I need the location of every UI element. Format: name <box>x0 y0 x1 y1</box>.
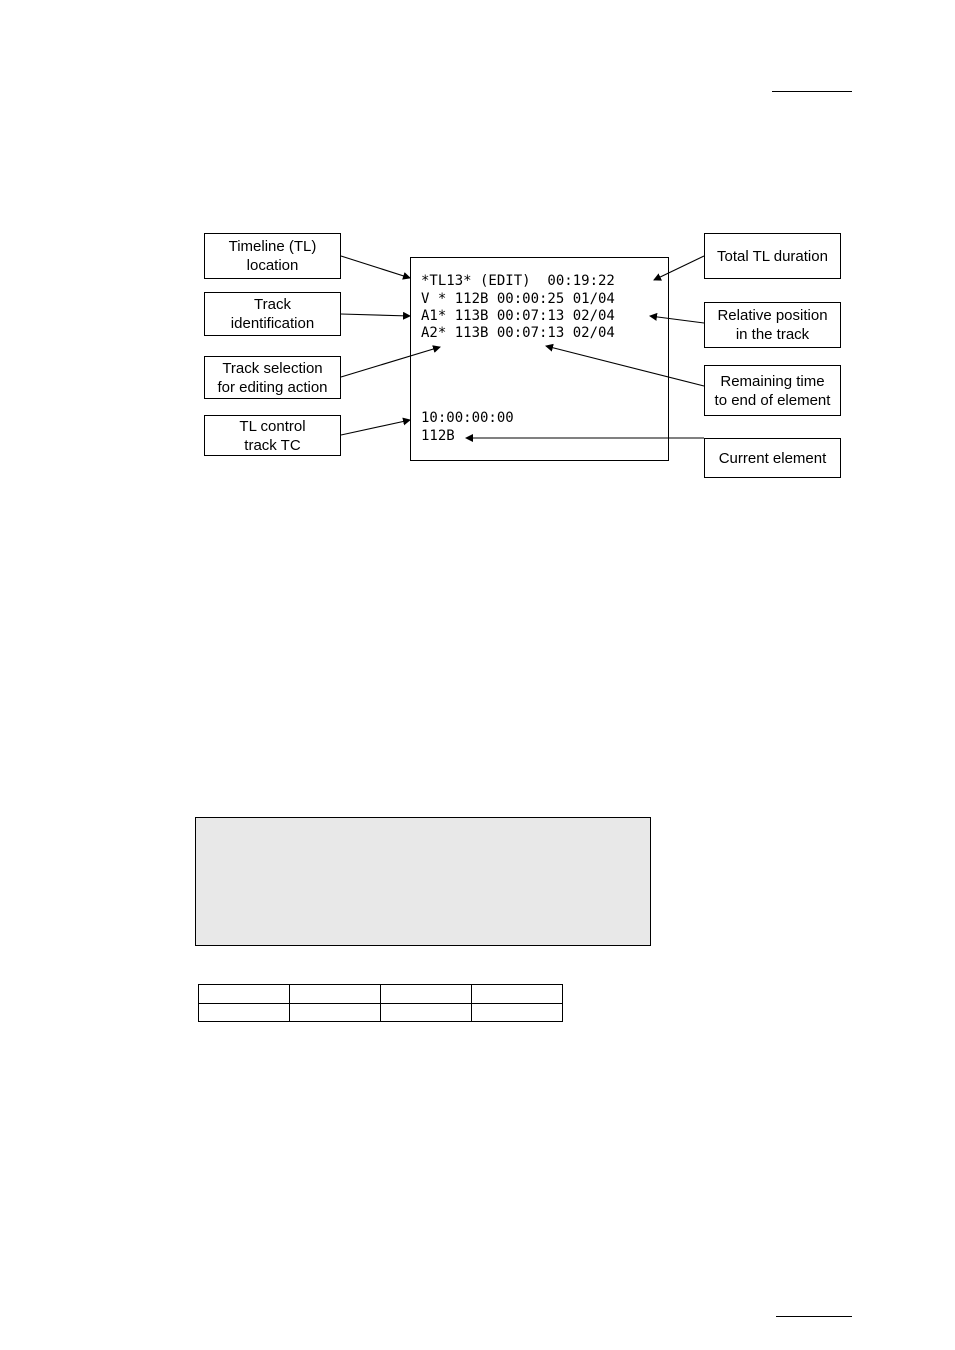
table-cell <box>380 1003 472 1022</box>
footer-rule <box>776 1316 852 1317</box>
screen-line-tl: *TL13* (EDIT) 00:19:22 <box>421 273 615 289</box>
table-row <box>198 984 563 1004</box>
table-cell <box>380 984 472 1004</box>
callout-timeline-location: Timeline (TL) location <box>204 233 341 279</box>
table-row <box>198 1003 563 1022</box>
callout-current-element: Current element <box>704 438 841 478</box>
table-cell <box>198 1003 290 1022</box>
display-screen: *TL13* (EDIT) 00:19:22 V * 112B 00:00:25… <box>410 257 669 461</box>
callout-track-identification: Track identification <box>204 292 341 336</box>
arrow-track-selection <box>340 345 441 378</box>
screen-line-v: V * 112B 00:00:25 01/04 <box>421 291 615 307</box>
table-cell <box>289 1003 381 1022</box>
screen-timecode: 10:00:00:00 <box>421 410 514 426</box>
callout-relative-position: Relative position in the track <box>704 302 841 348</box>
table-cell <box>289 984 381 1004</box>
arrow-relative-position <box>649 312 705 324</box>
callout-remaining-time: Remaining time to end of element <box>704 365 841 416</box>
callout-tl-control-track: TL control track TC <box>204 415 341 456</box>
table-cell <box>471 984 563 1004</box>
arrow-tl-control-track <box>340 417 411 436</box>
table-cell <box>198 984 290 1004</box>
empty-table <box>198 984 563 1022</box>
callout-track-selection: Track selection for editing action <box>204 356 341 399</box>
arrow-remaining-time <box>545 343 705 387</box>
header-rule <box>772 91 852 92</box>
arrow-track-identification <box>340 311 411 320</box>
screen-line-a1: A1* 113B 00:07:13 02/04 <box>421 308 615 324</box>
shaded-panel <box>195 817 651 946</box>
arrow-timeline-location <box>340 255 411 280</box>
table-cell <box>471 1003 563 1022</box>
screen-line-a2: A2* 113B 00:07:13 02/04 <box>421 325 615 341</box>
arrow-total-duration <box>653 255 705 281</box>
callout-total-duration: Total TL duration <box>704 233 841 279</box>
screen-current-element: 112B <box>421 428 455 444</box>
